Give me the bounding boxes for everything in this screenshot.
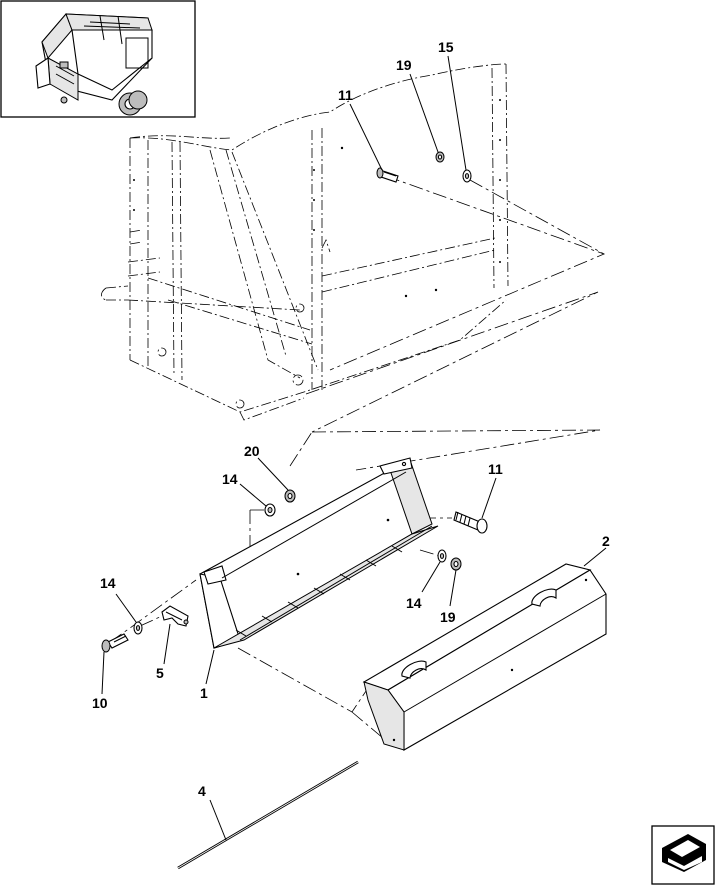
shield-bracket-part-1 bbox=[199, 457, 439, 649]
callout-14-left: 14 bbox=[100, 575, 116, 591]
previous-page-arrow-icon[interactable] bbox=[651, 825, 715, 885]
bolt-10 bbox=[101, 633, 129, 653]
callout-14-right: 14 bbox=[406, 595, 422, 611]
callout-11-mid: 11 bbox=[488, 461, 503, 477]
callout-4: 4 bbox=[198, 783, 206, 799]
callout-19-right: 19 bbox=[440, 609, 456, 625]
callout-14-upper: 14 bbox=[222, 471, 238, 487]
nut-19-upper bbox=[435, 151, 445, 163]
bolt-11-mid bbox=[453, 511, 488, 534]
callout-15: 15 bbox=[438, 39, 454, 55]
washer-14-upper bbox=[264, 503, 276, 517]
shield-cover-part-2 bbox=[362, 563, 607, 751]
callout-labels: 11 19 15 20 14 11 2 14 19 14 5 10 1 4 bbox=[92, 39, 610, 799]
callout-19-top: 19 bbox=[396, 57, 412, 73]
leader-lines bbox=[101, 55, 607, 841]
callout-2: 2 bbox=[602, 533, 610, 549]
alignment-lines bbox=[109, 175, 606, 745]
baler-frame-reference bbox=[101, 63, 509, 421]
washer-14-left bbox=[133, 621, 143, 635]
round-baler-thumbnail-icon bbox=[0, 0, 196, 118]
bolt-11-upper bbox=[376, 167, 399, 183]
nut-19-right bbox=[450, 557, 462, 571]
callout-1: 1 bbox=[200, 685, 208, 701]
washer-14-right bbox=[437, 549, 447, 563]
rod-part-4 bbox=[177, 760, 359, 870]
latch-5 bbox=[161, 605, 189, 627]
callout-11-top: 11 bbox=[338, 87, 353, 103]
washer-15 bbox=[462, 169, 472, 183]
nut-20 bbox=[284, 489, 296, 503]
callout-5: 5 bbox=[156, 665, 164, 681]
callout-10: 10 bbox=[92, 695, 108, 711]
callout-20: 20 bbox=[244, 443, 260, 459]
